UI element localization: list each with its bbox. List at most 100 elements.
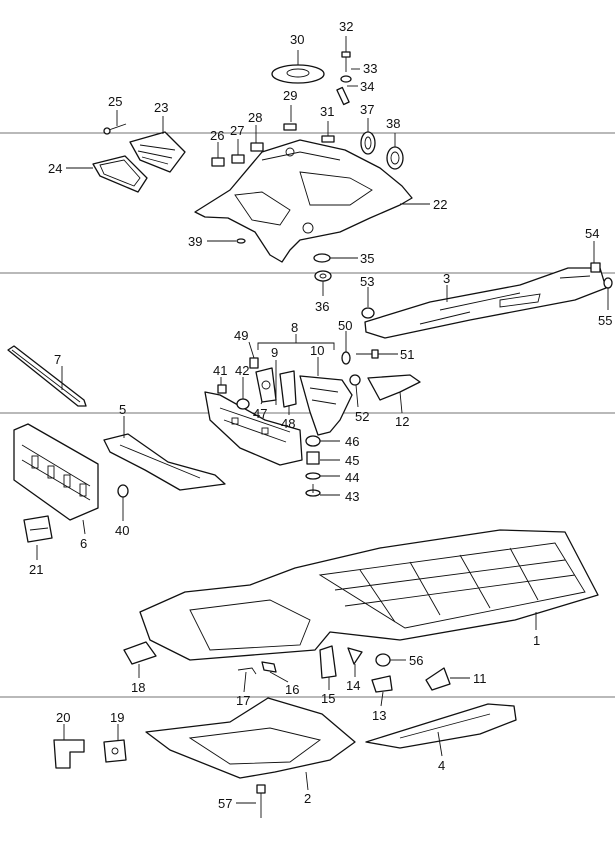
part-51-bolt: [356, 349, 379, 359]
part-48-plate: [279, 370, 297, 408]
part-32-screw: [341, 51, 351, 72]
part-3-side-rail: [364, 267, 607, 339]
label-part-27: 27: [230, 123, 244, 138]
label-part-2: 2: [304, 791, 311, 806]
part-11-bracket: [425, 667, 451, 691]
part-49-clip: [249, 357, 259, 369]
label-part-46: 46: [345, 434, 359, 449]
separator-rules: [0, 132, 615, 698]
part-22-bulkhead: [194, 139, 413, 263]
label-part-41: 41: [213, 363, 227, 378]
part-24-gasket: [92, 155, 148, 193]
part-31-plug: [321, 135, 335, 143]
part-28-plug: [250, 142, 264, 152]
label-part-51: 51: [400, 347, 414, 362]
part-47-plate: [255, 367, 277, 403]
part-57-bolt: [256, 784, 266, 818]
label-part-17: 17: [236, 693, 250, 708]
part-19-bracket: [103, 739, 127, 763]
part-12-bracket: [367, 374, 421, 401]
part-4-side-member: [365, 703, 517, 749]
part-37-seal: [360, 131, 376, 155]
part-36-grommet: [314, 270, 332, 282]
label-part-44: 44: [345, 470, 359, 485]
label-part-24: 24: [48, 161, 62, 176]
part-30-grommet: [271, 64, 325, 84]
label-part-26: 26: [210, 128, 224, 143]
part-20-bracket: [53, 739, 85, 769]
part-40-plug: [117, 484, 129, 498]
part-7-trim-strip: [7, 345, 87, 407]
part-29-plug: [283, 123, 297, 131]
label-part-30: 30: [290, 32, 304, 47]
part-38-seal: [386, 146, 404, 170]
part-56-plug: [375, 653, 391, 667]
part-14-clip: [347, 647, 363, 665]
part-44-washer: [305, 472, 321, 480]
label-part-10: 10: [310, 343, 324, 358]
part-16-bracket: [261, 661, 277, 673]
label-part-4: 4: [438, 758, 445, 773]
label-part-31: 31: [320, 104, 334, 119]
part-2-front-floor: [145, 697, 356, 779]
part-55-plug: [603, 277, 613, 289]
label-part-53: 53: [360, 274, 374, 289]
label-part-36: 36: [315, 299, 329, 314]
label-part-18: 18: [131, 680, 145, 695]
leader-lines: [36, 36, 609, 804]
part-54-plug: [590, 262, 601, 273]
part-43-bolt: [305, 484, 321, 497]
label-part-45: 45: [345, 453, 359, 468]
part-46-nut: [305, 435, 321, 447]
label-part-23: 23: [154, 100, 168, 115]
label-part-15: 15: [321, 691, 335, 706]
part-33-washer: [340, 75, 352, 83]
part-39-washer: [236, 238, 246, 244]
callout-labels: 30 32 33 34 29 31 37 38 25 23 24 26 27 2…: [29, 19, 612, 811]
part-34-clip: [336, 86, 350, 106]
label-part-39: 39: [188, 234, 202, 249]
part-53-plug: [361, 307, 375, 319]
label-part-25: 25: [108, 94, 122, 109]
label-part-13: 13: [372, 708, 386, 723]
part-13-bracket: [371, 675, 393, 693]
label-part-47: 47: [253, 406, 267, 421]
part-18-bracket: [123, 641, 157, 665]
label-part-35: 35: [360, 251, 374, 266]
label-part-5: 5: [119, 402, 126, 417]
label-part-12: 12: [395, 414, 409, 429]
label-part-1: 1: [533, 633, 540, 648]
label-part-11: 11: [473, 671, 487, 686]
label-part-16: 16: [285, 682, 299, 697]
label-part-20: 20: [56, 710, 70, 725]
part-5-cross-member: [103, 433, 226, 491]
part-27-plug: [231, 154, 245, 164]
part-17-clip: [237, 667, 257, 675]
label-part-40: 40: [115, 523, 129, 538]
label-part-48: 48: [281, 416, 295, 431]
label-part-49: 49: [234, 328, 248, 343]
part-1-floor-pan: [139, 529, 599, 661]
label-part-55: 55: [598, 313, 612, 328]
label-part-22: 22: [433, 197, 447, 212]
part-25-screw: [103, 123, 127, 135]
label-part-43: 43: [345, 489, 359, 504]
part-23-vent-grille: [129, 131, 186, 173]
part-50-washer: [341, 351, 351, 365]
label-part-21: 21: [29, 562, 43, 577]
part-6-rear-panel: [13, 423, 99, 521]
part-26-plug: [211, 157, 225, 167]
label-part-3: 3: [443, 271, 450, 286]
part-10-bracket: [299, 375, 353, 436]
label-part-34: 34: [360, 79, 374, 94]
label-part-57: 57: [218, 796, 232, 811]
label-part-38: 38: [386, 116, 400, 131]
label-part-29: 29: [283, 88, 297, 103]
label-part-33: 33: [363, 61, 377, 76]
label-part-56: 56: [409, 653, 423, 668]
part-21-bracket: [23, 515, 53, 543]
label-part-42: 42: [235, 363, 249, 378]
part-9-cross-member: [204, 391, 303, 466]
label-part-7: 7: [54, 352, 61, 367]
